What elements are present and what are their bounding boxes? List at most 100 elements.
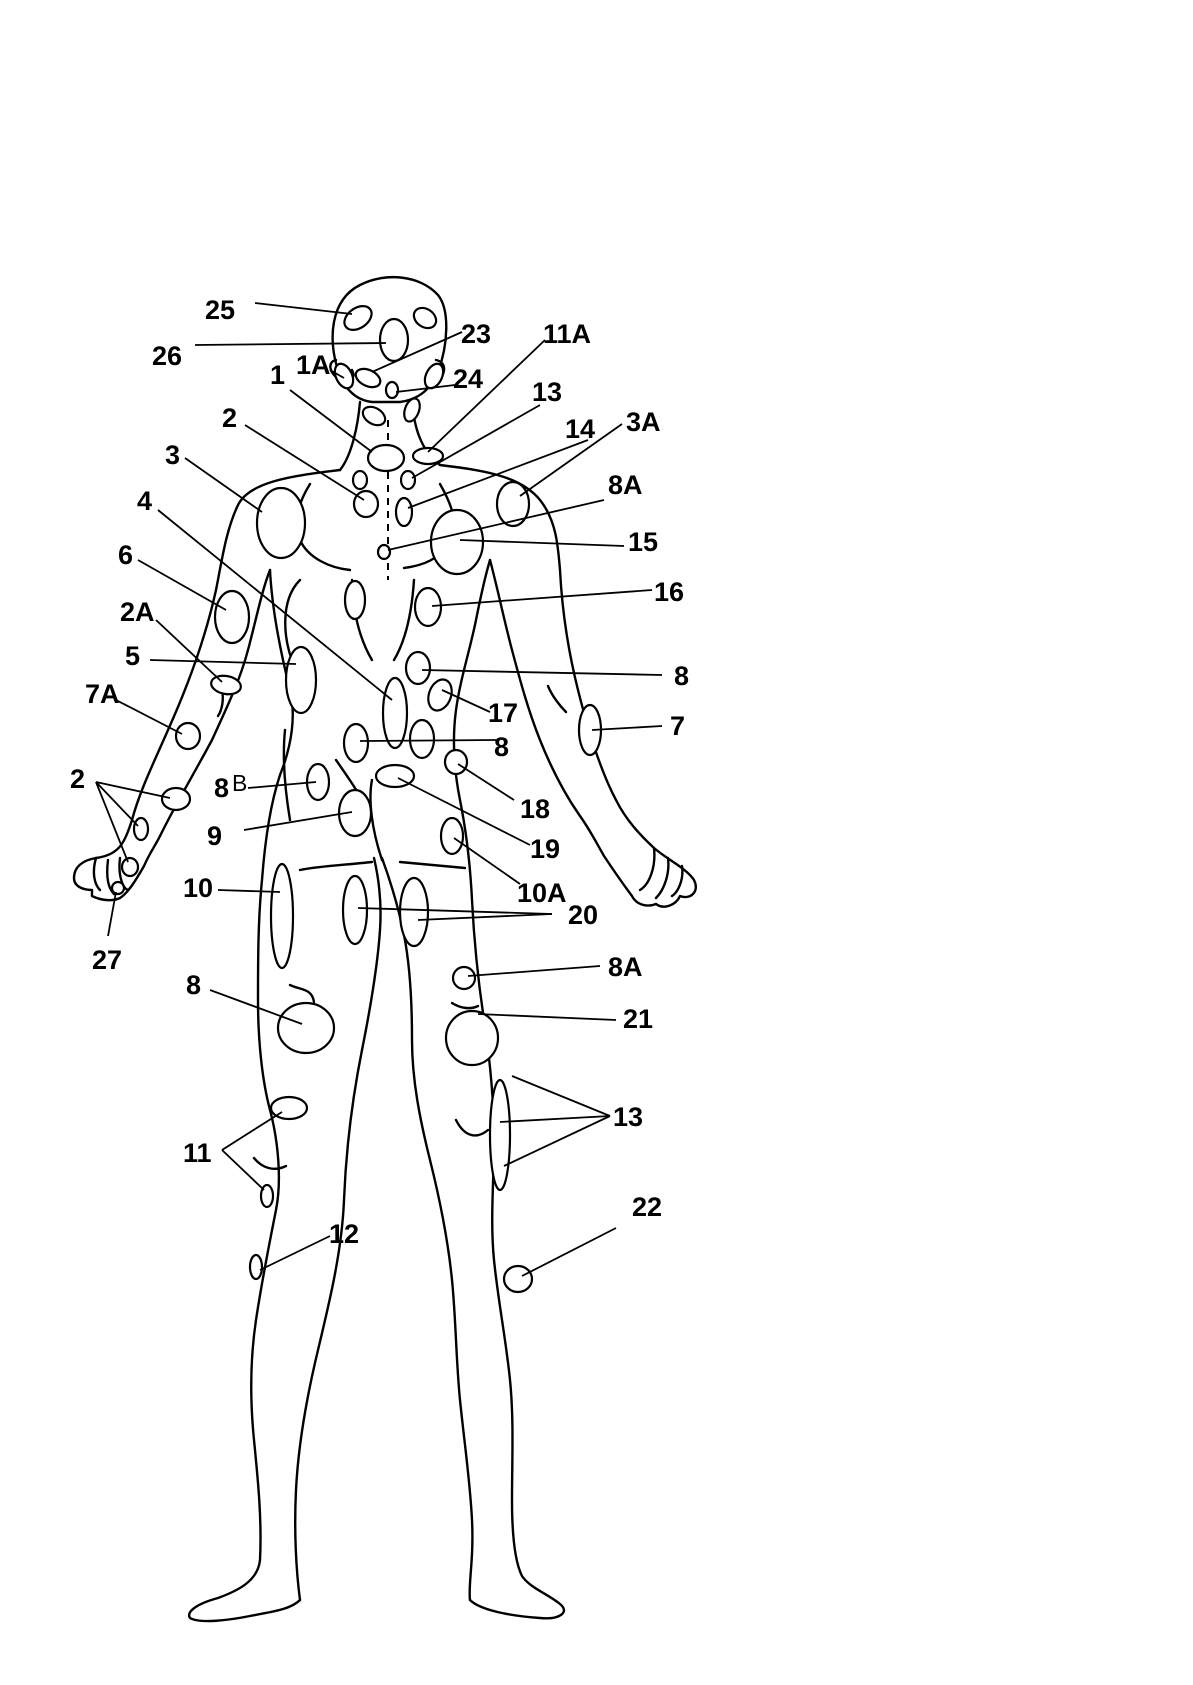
leader-15 xyxy=(460,540,624,546)
spot-8-knee xyxy=(278,1003,334,1053)
label-25: 25 xyxy=(205,295,235,325)
spot-26 xyxy=(380,319,408,361)
leader-27 xyxy=(108,892,116,936)
spot-25 xyxy=(340,301,376,335)
label-13-neck: 13 xyxy=(532,377,562,407)
label-18: 18 xyxy=(520,794,550,824)
label-4: 4 xyxy=(137,486,152,516)
spot-22 xyxy=(504,1266,532,1292)
right-knee-crease xyxy=(452,1003,478,1008)
leader-26 xyxy=(195,343,386,345)
label-8b-superscript: B xyxy=(232,770,247,796)
leader-18 xyxy=(458,764,514,800)
label-26: 26 xyxy=(152,341,182,371)
spot-2a xyxy=(210,674,243,697)
leader-7 xyxy=(592,726,662,730)
label-22: 22 xyxy=(632,1192,662,1222)
leader-13-calf-b xyxy=(512,1076,610,1116)
label-19: 19 xyxy=(530,834,560,864)
leader-9 xyxy=(244,812,352,830)
leader-8a-thigh xyxy=(468,966,600,976)
label-8a-thigh: 8A xyxy=(608,952,643,982)
leader-21 xyxy=(478,1014,616,1020)
spot-7a xyxy=(176,723,200,749)
leader-20-left xyxy=(358,908,552,914)
label-8b-main: 8 xyxy=(214,773,229,803)
label-13-calf: 13 xyxy=(613,1102,643,1132)
spot-8-back xyxy=(406,652,430,684)
leader-10 xyxy=(218,890,280,892)
spot-3a xyxy=(497,482,529,526)
label-8-hips: 8 xyxy=(494,732,509,762)
spot-10a xyxy=(441,818,463,854)
label-2-neck: 2 xyxy=(222,403,237,433)
leader-22 xyxy=(522,1228,616,1276)
right-hand-fingers xyxy=(640,848,682,898)
label-20: 20 xyxy=(568,900,598,930)
leader-8a-back xyxy=(388,500,604,550)
leader-2-hand-a xyxy=(96,782,170,798)
right-calf-crease xyxy=(456,1120,488,1135)
spot-5 xyxy=(286,647,316,713)
spot-2-upper xyxy=(353,471,367,489)
label-14: 14 xyxy=(565,414,595,444)
leader-7a xyxy=(116,700,182,734)
label-10: 10 xyxy=(183,873,213,903)
spot-12 xyxy=(250,1255,262,1279)
spot-16-left xyxy=(345,581,365,619)
spot-1-cervical xyxy=(368,445,404,471)
spot-13-calf xyxy=(490,1080,510,1190)
spot-8-hip-right xyxy=(410,720,434,758)
leader-2-hand-c xyxy=(96,782,128,862)
spine-lower-right xyxy=(394,580,414,660)
spot-27 xyxy=(112,882,124,894)
leader-16 xyxy=(432,590,652,606)
spot-14 xyxy=(396,498,412,526)
label-11: 11 xyxy=(183,1138,212,1168)
spot-8a-thigh xyxy=(453,967,475,989)
label-7a: 7A xyxy=(85,679,120,709)
spot-25b xyxy=(410,304,440,333)
right-elbow-crease xyxy=(548,686,566,712)
spot-21 xyxy=(446,1011,498,1065)
spot-18 xyxy=(445,750,467,774)
spot-4 xyxy=(383,678,407,748)
spot-13-neck xyxy=(401,471,415,489)
spot-16 xyxy=(415,588,441,626)
leader-20-right xyxy=(418,914,552,920)
left-torso-and-leg xyxy=(189,570,300,1621)
body-outline xyxy=(74,277,696,1621)
spot-11a xyxy=(413,448,443,464)
label-1a: 1A xyxy=(296,350,331,380)
leader-8b xyxy=(248,782,316,788)
label-24: 24 xyxy=(453,364,483,394)
leader-2-hand-b xyxy=(96,782,138,826)
left-calf-crease xyxy=(254,1158,286,1169)
label-3: 3 xyxy=(165,440,180,470)
leader-11-a xyxy=(222,1112,282,1150)
label-9: 9 xyxy=(207,821,222,851)
leader-2a xyxy=(156,620,222,682)
leader-8-hips xyxy=(360,740,496,741)
label-8-back: 8 xyxy=(674,661,689,691)
leader-8-knee xyxy=(210,990,302,1024)
spot-10 xyxy=(271,864,293,968)
spot-2-forearm xyxy=(162,788,190,810)
label-21: 21 xyxy=(623,1004,653,1034)
label-15: 15 xyxy=(628,527,658,557)
spot-2-hand xyxy=(122,858,138,876)
leader-10a xyxy=(454,838,520,884)
spot-8a-back xyxy=(378,545,390,559)
label-8-knee: 8 xyxy=(186,970,201,1000)
label-1: 1 xyxy=(270,360,285,390)
spot-20-left xyxy=(343,876,367,944)
spot-3 xyxy=(257,488,305,558)
leader-3 xyxy=(185,458,262,512)
label-8a-back: 8A xyxy=(608,470,643,500)
left-gluteal-fold xyxy=(300,862,372,870)
spot-15 xyxy=(431,510,483,574)
label-6: 6 xyxy=(118,540,133,570)
leader-13-calf-a xyxy=(500,1116,610,1122)
label-16: 16 xyxy=(654,577,684,607)
